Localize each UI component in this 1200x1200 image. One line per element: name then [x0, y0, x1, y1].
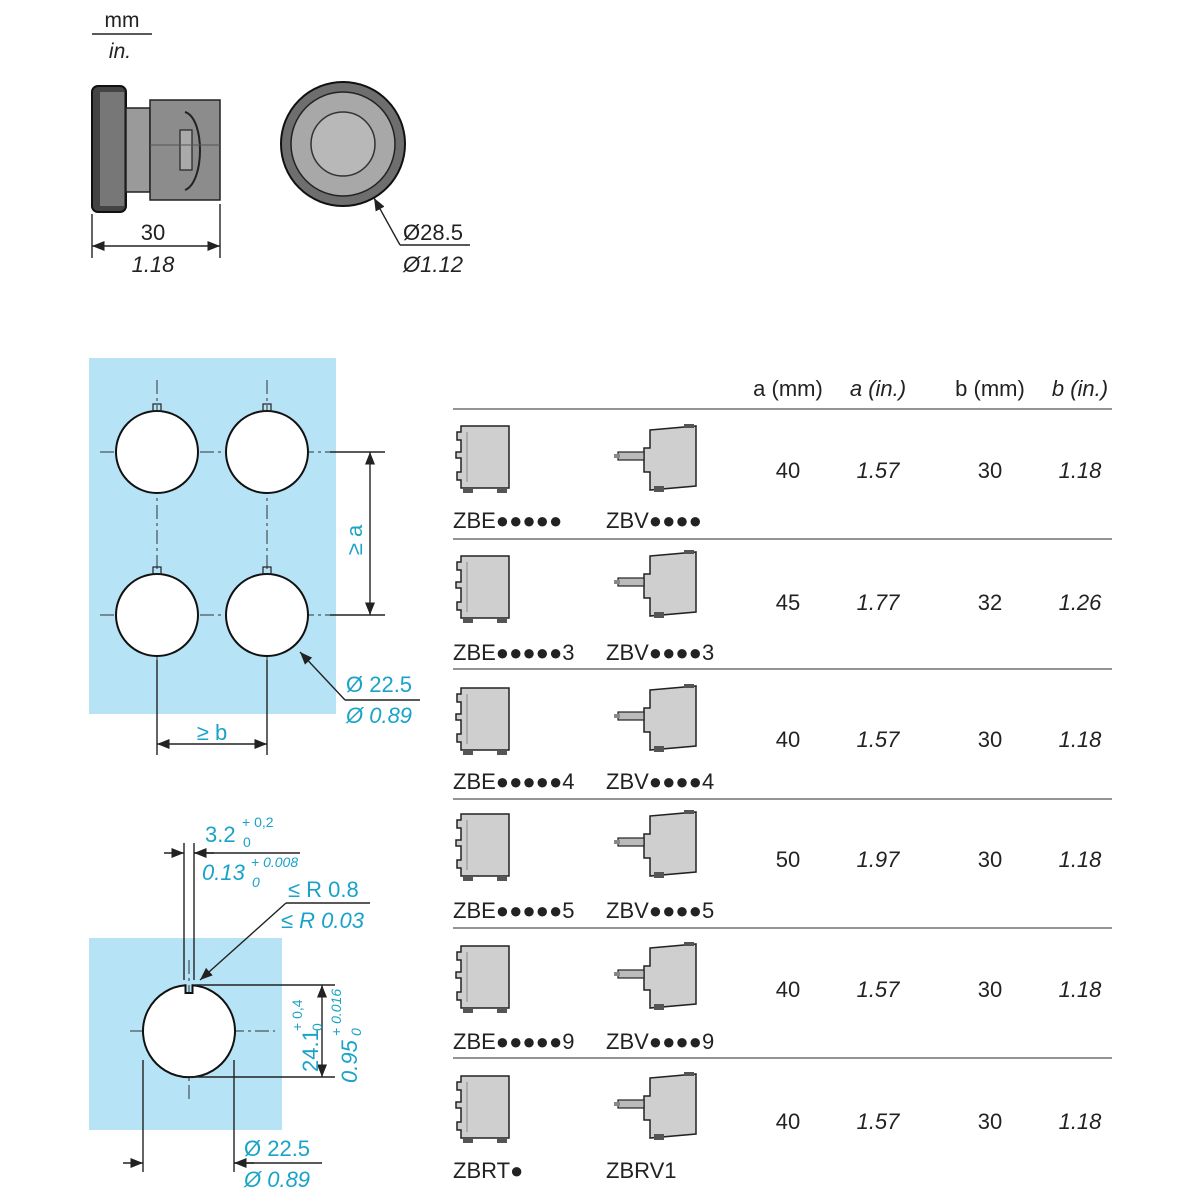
row-ref-zbe: ZBE●●●●●3	[453, 640, 574, 665]
row-b-mm: 30	[978, 458, 1002, 483]
row-ref-zbe: ZBE●●●●●	[453, 508, 562, 533]
row-ref-zbe: ZBE●●●●●9	[453, 1029, 574, 1054]
key-width-mm-tol-lower: 0	[243, 834, 251, 850]
cutout-height-mm-tol-lower: 0	[309, 1023, 325, 1031]
front-diameter-mm: Ø28.5	[403, 220, 463, 245]
zbe-block-icon	[455, 945, 510, 1014]
panel-area	[89, 358, 336, 714]
side-width-in: 1.18	[132, 252, 176, 277]
panel-hole	[115, 410, 199, 494]
unit-mm-label: mm	[105, 9, 140, 32]
key-width-in-tol-lower: 0	[252, 874, 260, 890]
row-a-in: 1.57	[857, 977, 901, 1002]
row-a-mm: 45	[776, 590, 800, 615]
zbe-block-icon	[455, 687, 510, 756]
row-a-mm: 40	[776, 458, 800, 483]
row-ref-zbv: ZBV●●●●9	[606, 1029, 714, 1054]
corner-radius-in: ≤ R 0.03	[281, 908, 365, 933]
row-b-in: 1.18	[1059, 847, 1103, 872]
panel-hole	[225, 573, 309, 657]
corner-radius-mm: ≤ R 0.8	[288, 877, 359, 902]
row-a-mm: 40	[776, 977, 800, 1002]
side-width-mm: 30	[141, 220, 165, 245]
row-ref-zbrv: ZBRV1	[606, 1158, 677, 1183]
row-a-in: 1.57	[857, 727, 901, 752]
row-b-mm: 30	[978, 1109, 1002, 1134]
row-ref-zbv: ZBV●●●●5	[606, 898, 714, 923]
button-front-view	[280, 81, 406, 207]
zbrt-block-icon	[455, 1075, 510, 1144]
row-a-mm: 40	[776, 727, 800, 752]
cutout-height-in-tol-lower: 0	[348, 1028, 364, 1036]
header-b-mm: b (mm)	[955, 376, 1025, 401]
row-ref-zbv: ZBV●●●●4	[606, 769, 714, 794]
row-ref-zbv: ZBV●●●●3	[606, 640, 714, 665]
key-width-in: 0.13	[202, 860, 246, 885]
row-b-mm: 32	[978, 590, 1002, 615]
row-b-mm: 30	[978, 847, 1002, 872]
header-b-in: b (in.)	[1052, 376, 1108, 401]
panel-hole	[115, 573, 199, 657]
panel-hole-diameter-in: Ø 0.89	[345, 703, 412, 728]
cutout-diameter-mm: Ø 22.5	[244, 1136, 310, 1161]
cutout-height-mm-tol-upper: + 0,4	[289, 999, 305, 1031]
cutout-height-mm: 24.1	[298, 1029, 323, 1072]
contact-block-table: a (mm) a (in.) b (mm) b (in.) ZBE●●●●● Z…	[453, 376, 1112, 1183]
zbv-block-icon	[613, 683, 697, 753]
spacing-b-label: ≥ b	[197, 720, 227, 745]
zbv-block-icon	[613, 423, 697, 493]
zbrv-block-icon	[613, 1071, 697, 1141]
row-b-in: 1.26	[1059, 590, 1103, 615]
button-side-view	[91, 85, 221, 213]
key-width-mm: 3.2	[205, 822, 236, 847]
panel-hole-diameter-mm: Ø 22.5	[346, 672, 412, 697]
row-ref-zbrt: ZBRT●	[453, 1158, 523, 1183]
panel-hole	[225, 410, 309, 494]
row-a-mm: 50	[776, 847, 800, 872]
zbe-block-icon	[455, 813, 510, 882]
zbe-block-icon	[455, 555, 510, 624]
row-a-mm: 40	[776, 1109, 800, 1134]
row-a-in: 1.97	[857, 847, 901, 872]
spacing-a-label: ≥ a	[342, 524, 367, 555]
front-diameter-in: Ø1.12	[402, 252, 463, 277]
zbv-block-icon	[613, 549, 697, 619]
zbv-block-icon	[613, 941, 697, 1011]
cutout-diameter-in: Ø 0.89	[243, 1167, 310, 1192]
row-b-in: 1.18	[1059, 1109, 1103, 1134]
cutout-hole	[142, 984, 236, 1079]
key-width-mm-tol-upper: + 0,2	[242, 814, 274, 830]
unit-in-label: in.	[109, 40, 131, 63]
zbv-block-icon	[613, 809, 697, 879]
header-a-mm: a (mm)	[753, 376, 823, 401]
row-a-in: 1.57	[857, 458, 901, 483]
row-b-mm: 30	[978, 727, 1002, 752]
row-a-in: 1.77	[857, 590, 901, 615]
cutout-height-in: 0.95	[337, 1039, 362, 1083]
cutout-height-in-tol-upper: + 0.016	[328, 989, 344, 1036]
row-b-mm: 30	[978, 977, 1002, 1002]
row-ref-zbe: ZBE●●●●●4	[453, 769, 574, 794]
row-a-in: 1.57	[857, 1109, 901, 1134]
header-a-in: a (in.)	[850, 376, 906, 401]
row-b-in: 1.18	[1059, 727, 1103, 752]
row-ref-zbe: ZBE●●●●●5	[453, 898, 574, 923]
key-width-in-tol-upper: + 0.008	[251, 854, 298, 870]
zbe-block-icon	[455, 425, 510, 494]
row-ref-zbv: ZBV●●●●	[606, 508, 702, 533]
row-b-in: 1.18	[1059, 977, 1103, 1002]
row-b-in: 1.18	[1059, 458, 1103, 483]
